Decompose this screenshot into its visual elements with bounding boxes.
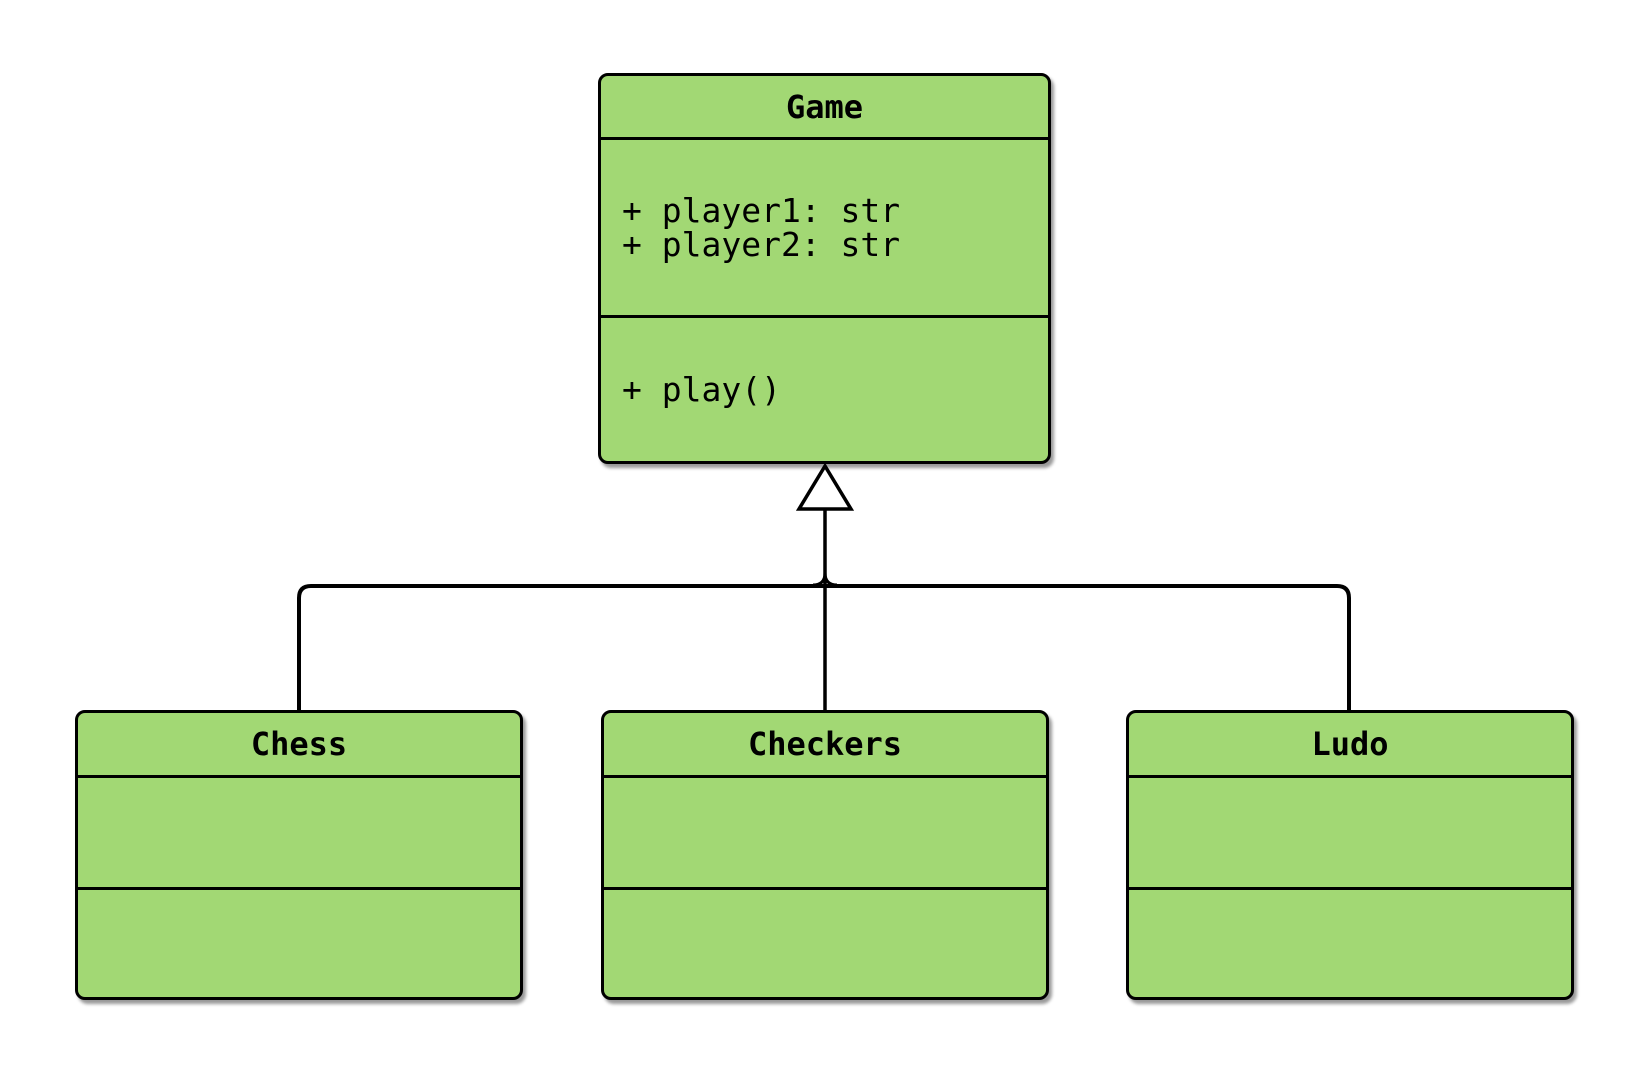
inheritance-arrowhead-icon	[795, 462, 855, 511]
class-title-chess: Chess	[78, 713, 520, 778]
methods-compartment-game: + play()	[601, 318, 1048, 461]
methods-compartment-checkers	[604, 890, 1046, 997]
attributes-compartment-game: + player1: str + player2: str	[601, 140, 1048, 318]
connector-junction-fillet	[812, 572, 838, 587]
attribute-line: + player1: str	[622, 190, 901, 230]
methods-compartment-ludo	[1129, 890, 1571, 997]
class-box-checkers: Checkers	[601, 710, 1049, 1000]
class-title-game: Game	[601, 76, 1048, 140]
class-box-chess: Chess	[75, 710, 523, 1000]
methods-compartment-chess	[78, 890, 520, 997]
attributes-compartment-ludo	[1129, 778, 1571, 890]
method-line: + play()	[622, 369, 781, 409]
class-box-ludo: Ludo	[1126, 710, 1574, 1000]
class-box-game: Game + player1: str + player2: str + pla…	[598, 73, 1051, 464]
attributes-compartment-checkers	[604, 778, 1046, 890]
attributes-compartment-chess	[78, 778, 520, 890]
class-title-checkers: Checkers	[604, 713, 1046, 778]
attribute-line: + player2: str	[622, 224, 901, 264]
inheritance-branch-lines	[297, 584, 1351, 712]
class-title-ludo: Ludo	[1129, 713, 1571, 778]
